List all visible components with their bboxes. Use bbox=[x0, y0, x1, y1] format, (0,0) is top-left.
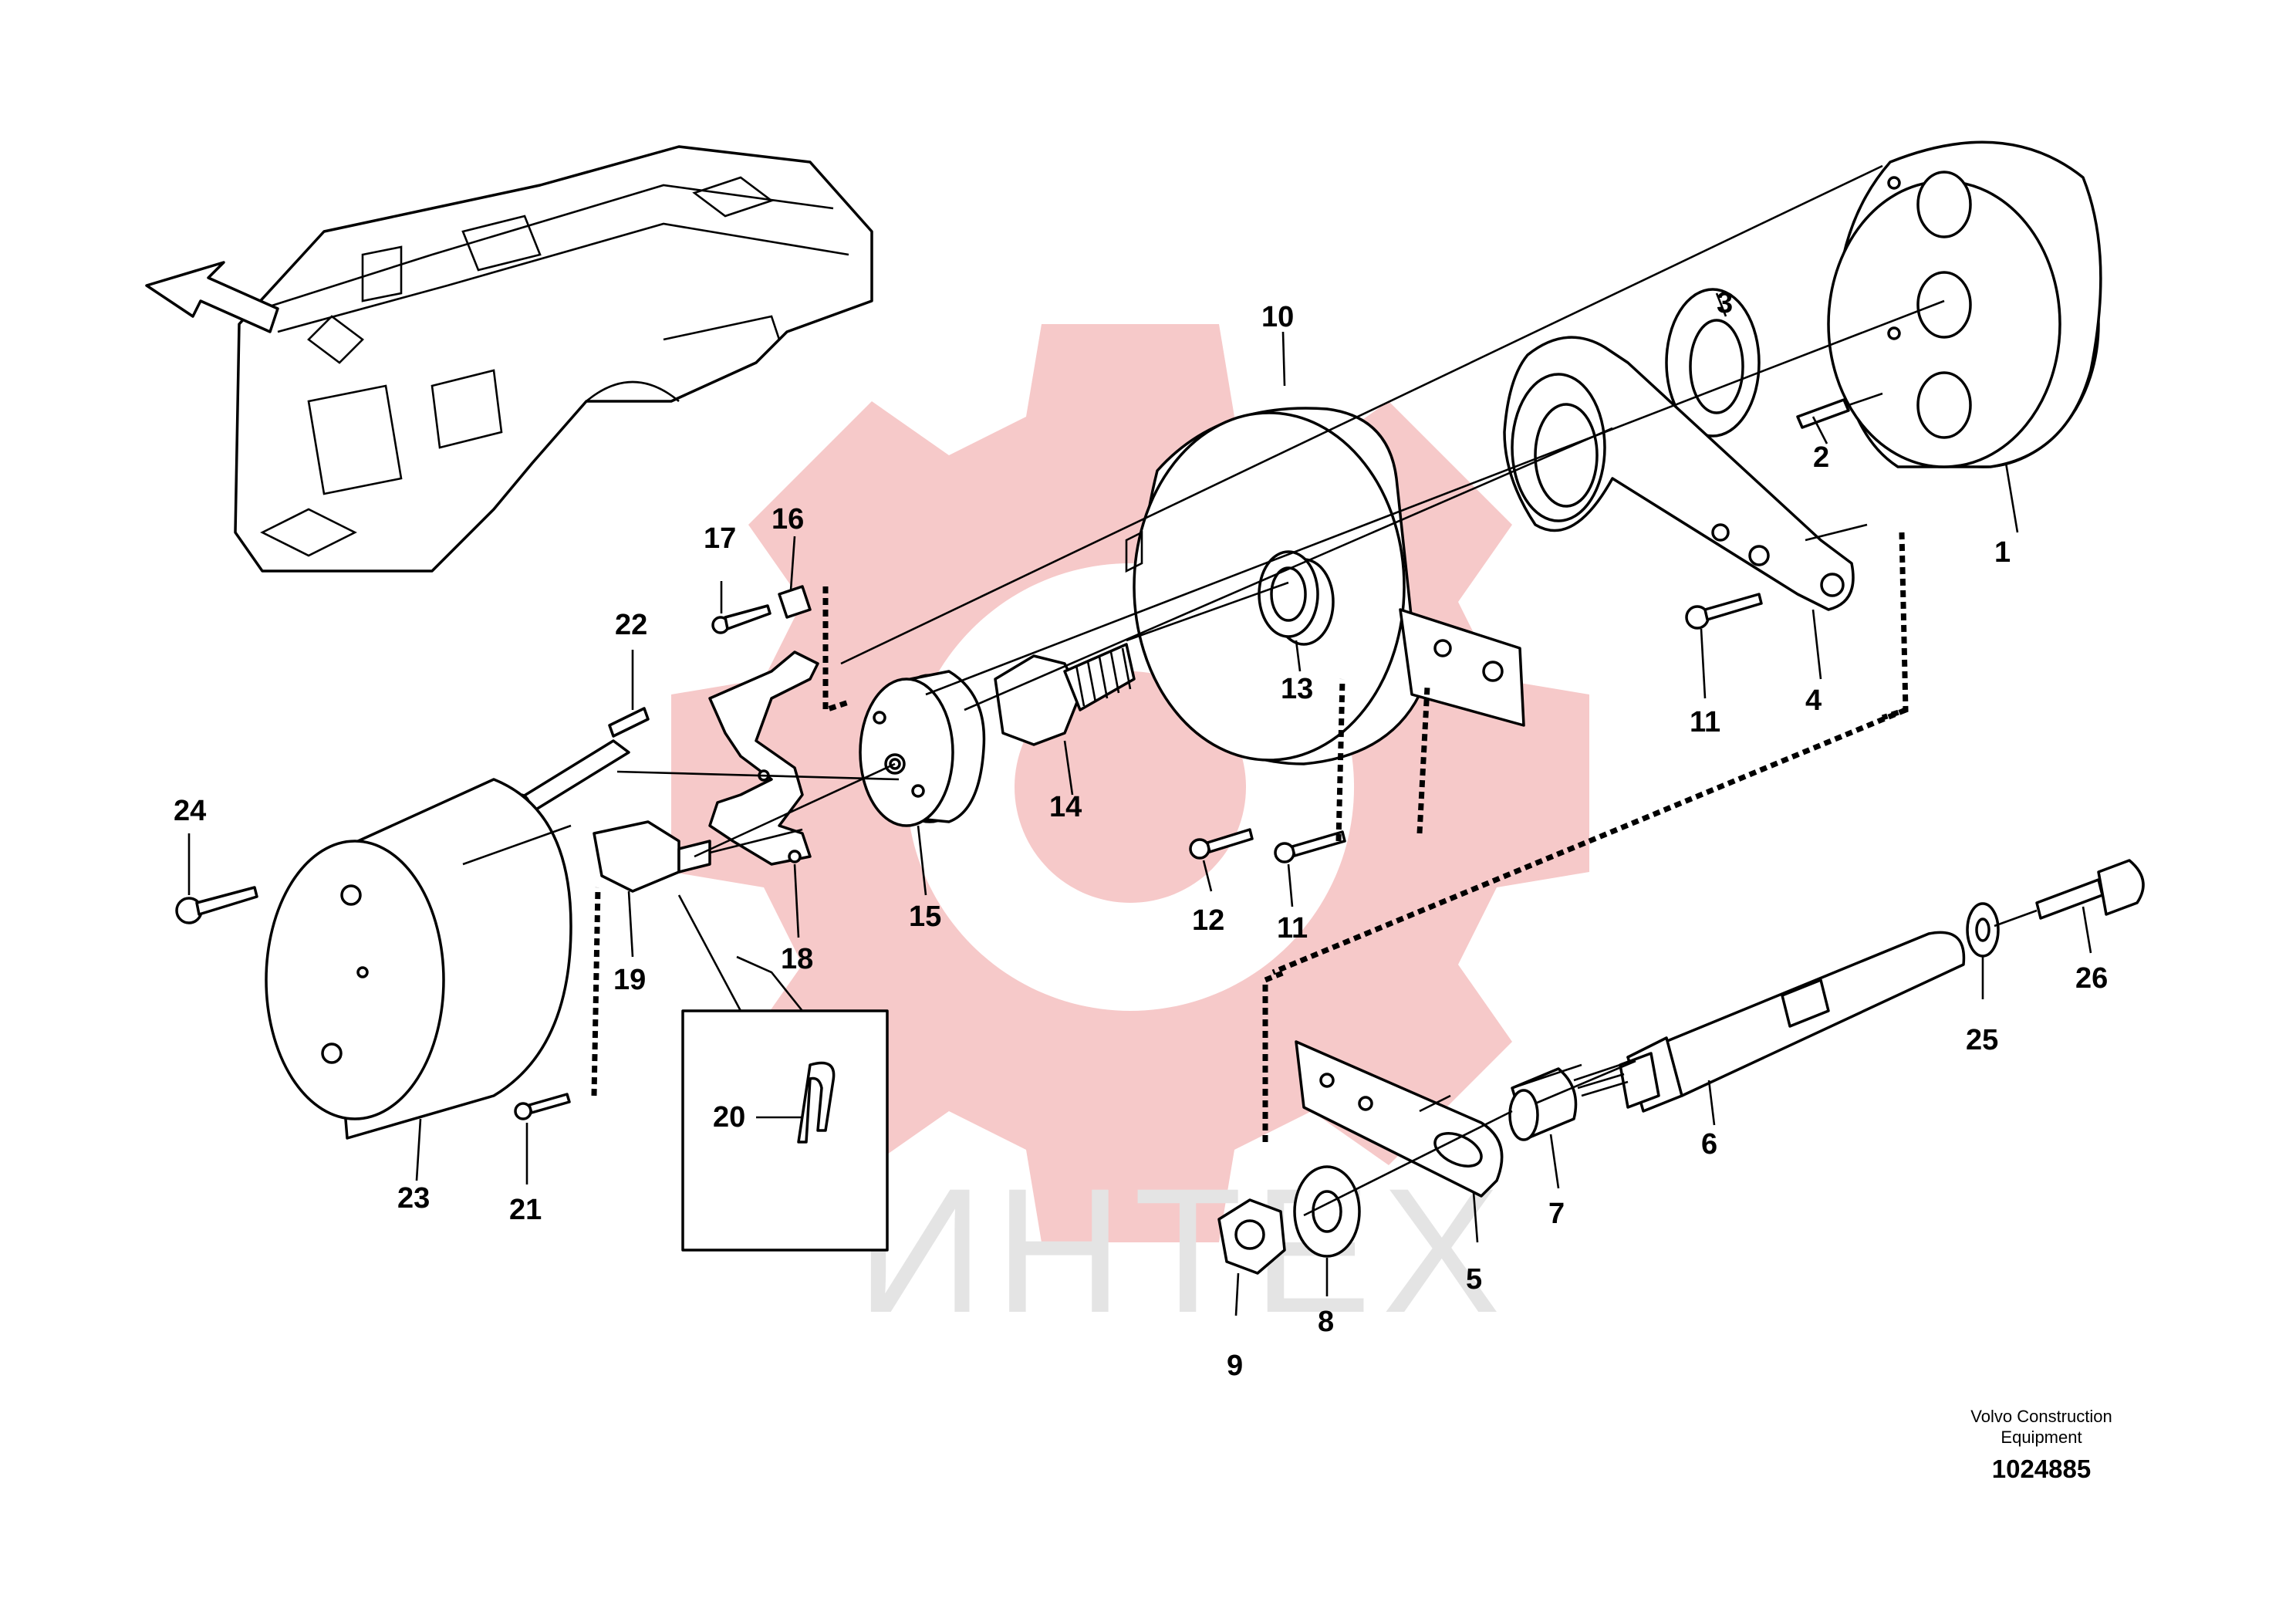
part-21-screw bbox=[514, 1093, 571, 1120]
watermark-text: ИНТЕХ bbox=[856, 1151, 1511, 1350]
label-1: 1 bbox=[1994, 536, 2011, 569]
label-17: 17 bbox=[704, 522, 736, 555]
part-16-spacer bbox=[778, 585, 812, 619]
label-20: 20 bbox=[713, 1101, 745, 1134]
part-labels: 1 2 3 4 5 6 7 8 9 10 11 11 12 13 14 15 1… bbox=[174, 287, 2108, 1382]
part-9-nut bbox=[1217, 1198, 1286, 1275]
part-23-cover-cylinder bbox=[265, 778, 572, 1140]
label-19: 19 bbox=[613, 964, 646, 996]
part-4-bearing-bracket bbox=[1503, 336, 1855, 611]
label-11-lower: 11 bbox=[1277, 912, 1308, 944]
detail-inset-cotter-pin bbox=[677, 894, 889, 1252]
label-14: 14 bbox=[1049, 791, 1082, 823]
label-5: 5 bbox=[1466, 1263, 1482, 1296]
label-23: 23 bbox=[397, 1182, 430, 1215]
part-15-hub bbox=[859, 670, 986, 827]
label-11-upper: 11 bbox=[1690, 706, 1720, 738]
label-24: 24 bbox=[174, 795, 206, 827]
frame-overview-thumbnail bbox=[145, 145, 873, 573]
assembly-axis-lines bbox=[462, 164, 2038, 1217]
label-16: 16 bbox=[772, 503, 804, 536]
part-24-screw bbox=[175, 886, 258, 924]
part-17-screw bbox=[711, 604, 772, 634]
label-4: 4 bbox=[1805, 684, 1822, 717]
part-1-counterweight-disc bbox=[1827, 140, 2102, 468]
part-26-bolt bbox=[2035, 859, 2145, 920]
publisher-label: Volvo Construction Equipment bbox=[1970, 1407, 2112, 1447]
part-19-sensor bbox=[593, 820, 803, 893]
label-21: 21 bbox=[509, 1194, 542, 1226]
document-number: 1024885 bbox=[1991, 1455, 2092, 1483]
label-6: 6 bbox=[1701, 1128, 1717, 1161]
label-3: 3 bbox=[1717, 287, 1733, 319]
label-leaders bbox=[187, 292, 2092, 1316]
label-7: 7 bbox=[1548, 1198, 1565, 1230]
label-12: 12 bbox=[1192, 904, 1224, 937]
part-8-washer bbox=[1293, 1165, 1361, 1258]
part-6-shaft bbox=[1573, 931, 1966, 1113]
label-26: 26 bbox=[2075, 962, 2108, 995]
label-13: 13 bbox=[1281, 673, 1313, 705]
label-8: 8 bbox=[1318, 1306, 1334, 1338]
part-25-washer bbox=[1966, 902, 2000, 958]
part-13-bushing bbox=[1258, 550, 1335, 646]
label-9: 9 bbox=[1227, 1350, 1243, 1382]
alignment-dashed-lines bbox=[591, 532, 1909, 1142]
label-25: 25 bbox=[1966, 1024, 1998, 1056]
part-2-roll-pin bbox=[1796, 392, 1883, 429]
part-12-screw bbox=[1189, 828, 1254, 860]
label-15: 15 bbox=[909, 901, 941, 933]
part-11-screw-lower bbox=[1274, 830, 1346, 863]
label-10: 10 bbox=[1261, 301, 1294, 333]
part-14-threaded-stud bbox=[994, 643, 1136, 746]
label-18: 18 bbox=[781, 943, 813, 975]
part-11-screw-upper bbox=[1685, 593, 1763, 630]
label-2: 2 bbox=[1813, 441, 1829, 474]
label-22: 22 bbox=[615, 609, 647, 641]
part-7-bushing bbox=[1508, 1067, 1578, 1141]
